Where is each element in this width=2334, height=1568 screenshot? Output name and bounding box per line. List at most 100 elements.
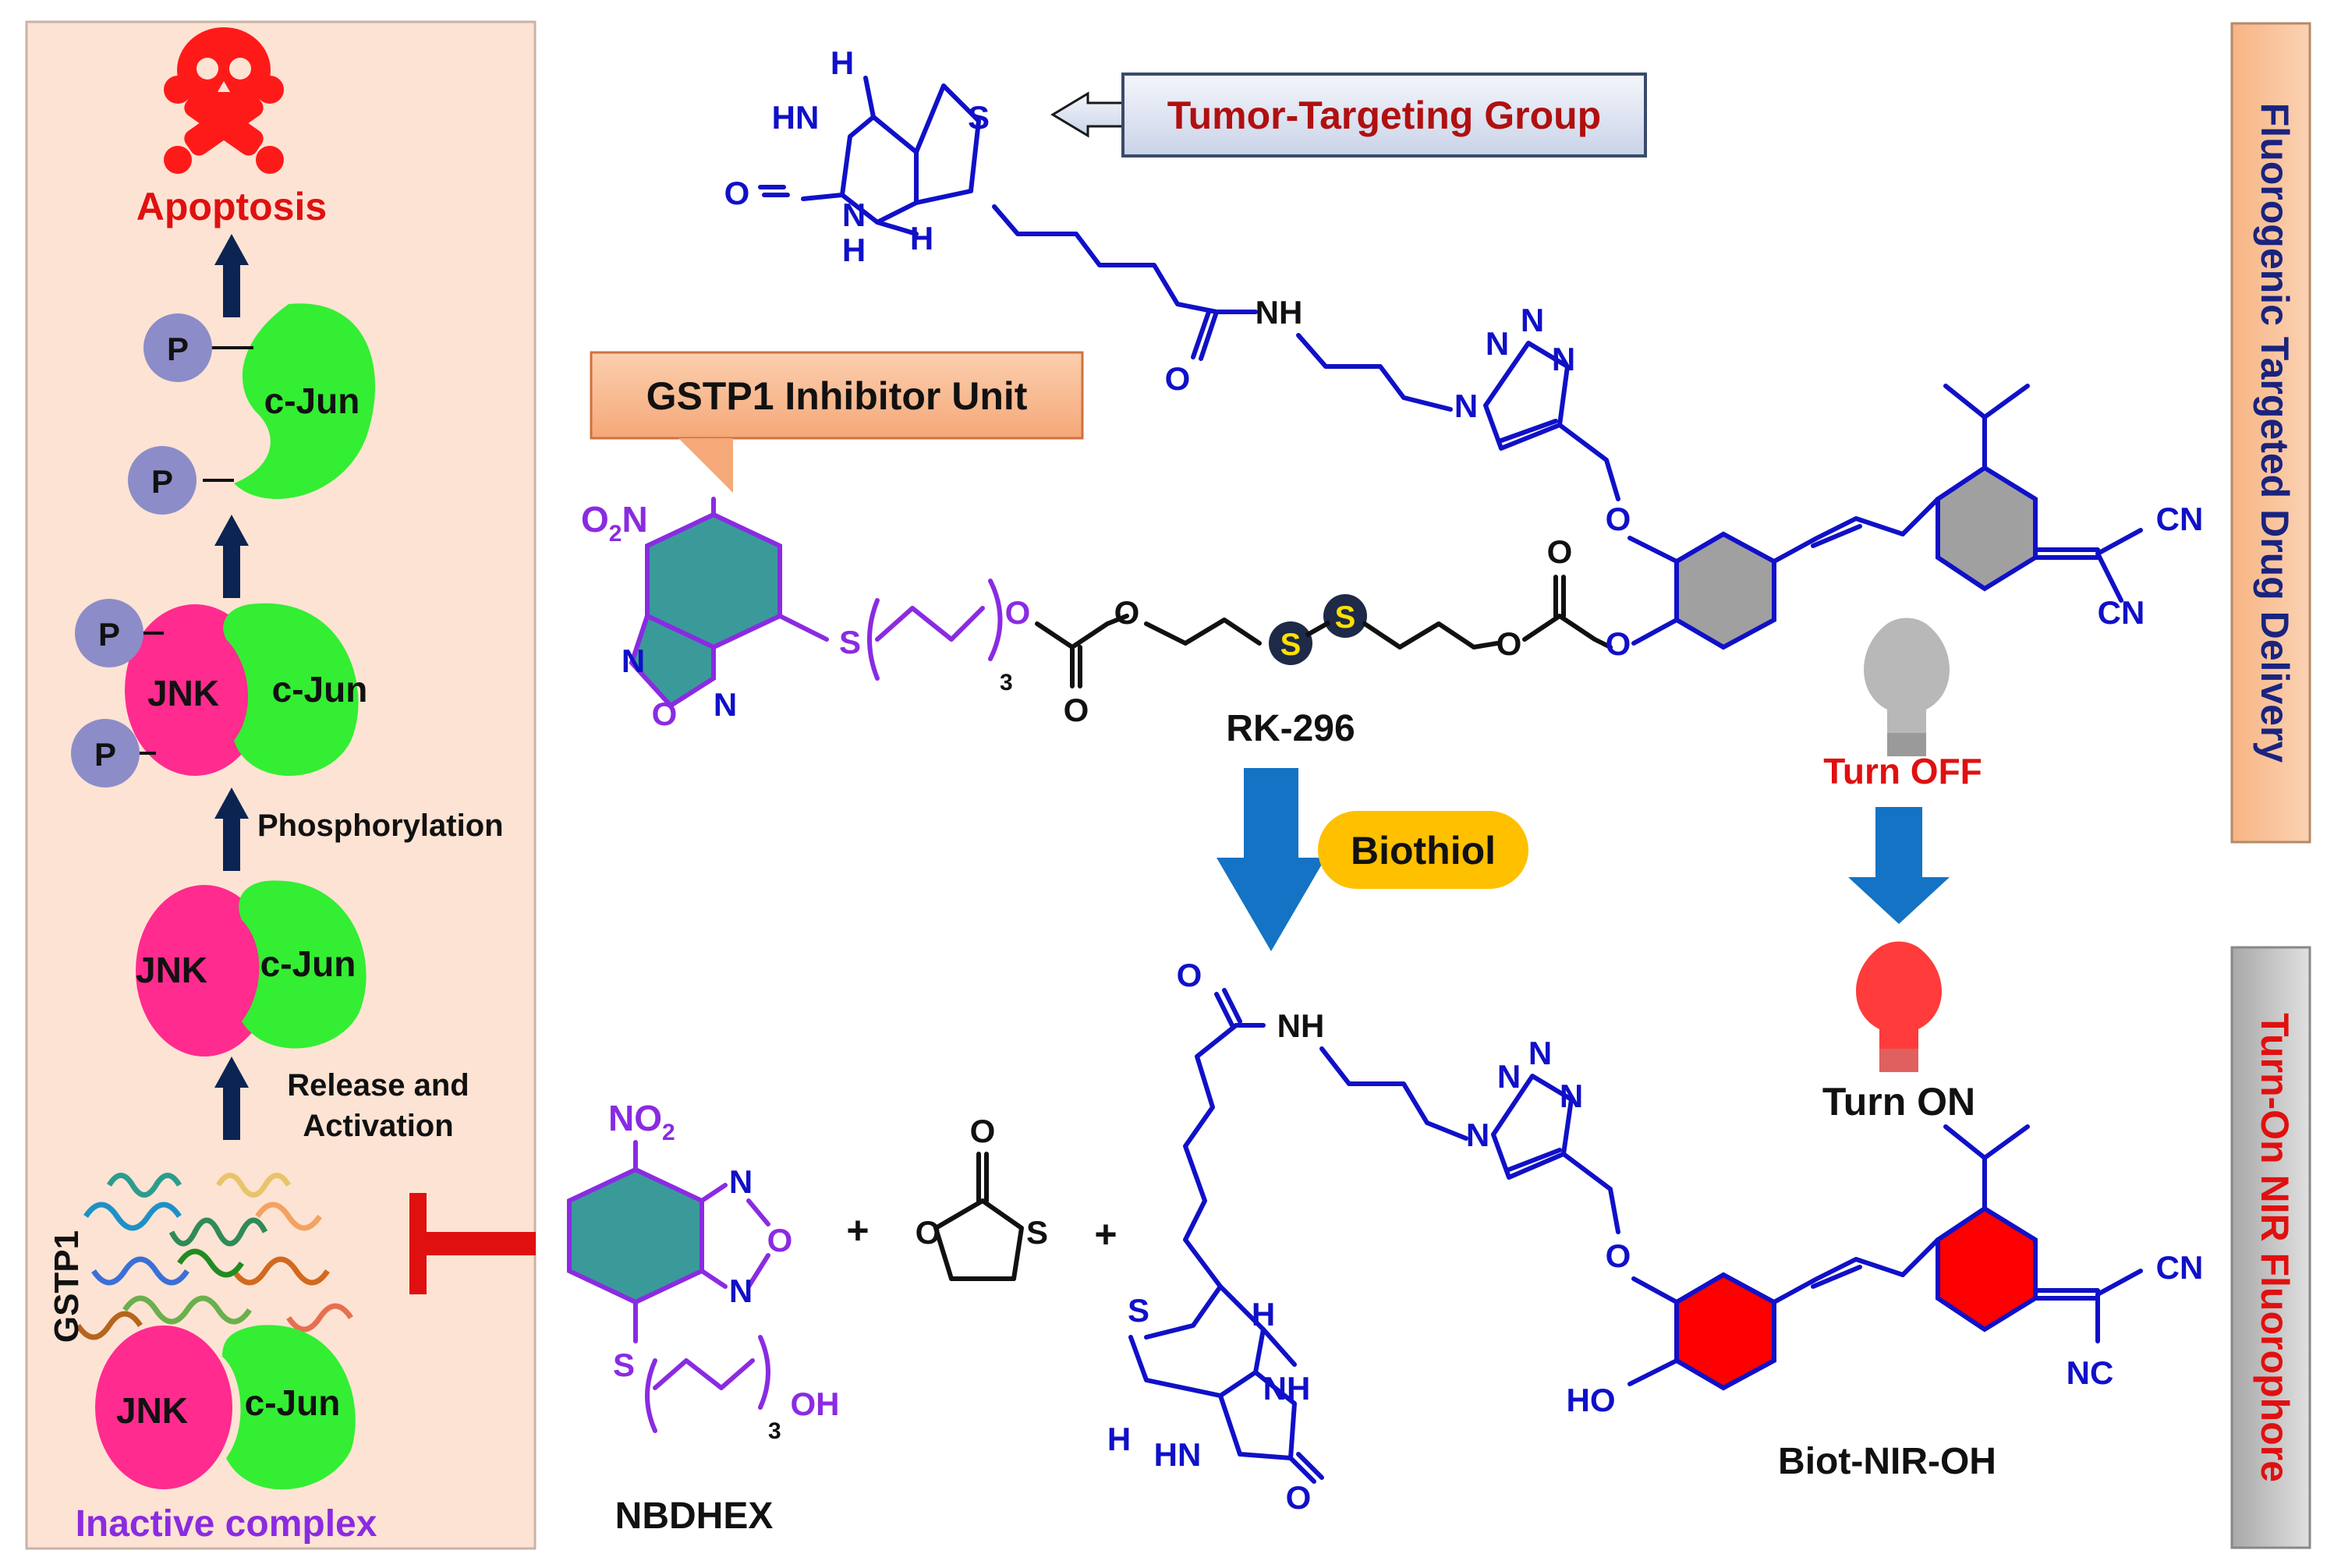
- svg-text:N: N: [842, 196, 866, 233]
- skull-icon: [164, 27, 284, 174]
- lightbulb-on-icon: [1856, 941, 1942, 1072]
- svg-text:O: O: [1606, 501, 1631, 537]
- svg-text:O: O: [1606, 625, 1631, 662]
- inactive-complex-label: Inactive complex: [76, 1503, 377, 1545]
- phosphate-icon: [75, 599, 143, 667]
- svg-text:O: O: [1177, 957, 1202, 993]
- svg-text:N: N: [729, 1272, 753, 1309]
- jnk-label: JNK: [147, 673, 219, 713]
- svg-text:H: H: [1107, 1421, 1131, 1457]
- side-banner-bottom: Turn-On NIR Fluorophore: [2230, 946, 2311, 1549]
- svg-text:S: S: [1128, 1292, 1149, 1329]
- inhibition-bar: [409, 1193, 536, 1294]
- phosphate-label: P: [167, 331, 189, 367]
- cjun-label: c-Jun: [272, 669, 368, 710]
- biot-nir-oh-structure: O NH S H NH H HN O N N N N O HO CN NC: [1107, 957, 2204, 1516]
- svg-text:S: S: [1280, 628, 1302, 662]
- svg-text:H: H: [1252, 1296, 1275, 1333]
- gstp1-inhibitor-label: GSTP1 Inhibitor Unit: [646, 374, 1028, 418]
- svg-text:N: N: [1528, 1035, 1552, 1071]
- p-cjun-complex: c-Jun P P: [128, 303, 376, 515]
- arrow-up-2: [214, 515, 249, 598]
- lightbulb-off-icon: [1864, 618, 1950, 756]
- jnk-cjun-complex: JNK c-Jun: [136, 880, 367, 1057]
- svg-text:O: O: [1165, 360, 1191, 397]
- svg-text:S: S: [968, 99, 990, 136]
- phosphate-label: P: [94, 736, 116, 773]
- disulfide-chain: O O S S O O O: [1035, 533, 1631, 728]
- svg-text:S: S: [1335, 600, 1356, 635]
- svg-text:H: H: [910, 220, 933, 257]
- svg-text:N: N: [1521, 302, 1544, 338]
- dithiocarbonate-structure: O O S: [916, 1113, 1048, 1281]
- inactive-jnk-cjun: JNK c-Jun: [95, 1325, 356, 1490]
- phosphate-label: P: [151, 463, 173, 500]
- svg-text:O: O: [1286, 1479, 1312, 1516]
- svg-text:N: N: [622, 642, 645, 679]
- svg-text:H: H: [842, 232, 866, 268]
- apoptosis-label: Apoptosis: [136, 185, 327, 228]
- svg-text:N: N: [1466, 1117, 1489, 1153]
- phosphorylation-label: Phosphorylation: [257, 809, 504, 843]
- gstp1-label: GSTP1: [48, 1230, 86, 1343]
- svg-text:O: O: [1005, 594, 1031, 631]
- svg-text:NC: NC: [2067, 1354, 2114, 1391]
- biothiol-badge: Biothiol: [1318, 811, 1528, 889]
- biothiol-label: Biothiol: [1351, 829, 1496, 872]
- cjun-label: c-Jun: [264, 380, 360, 421]
- turn-off-label: Turn OFF: [1823, 751, 1982, 791]
- cjun-label: c-Jun: [260, 943, 356, 984]
- svg-text:O: O: [970, 1113, 996, 1149]
- svg-text:O: O: [1496, 625, 1522, 662]
- svg-text:NH: NH: [1277, 1007, 1325, 1044]
- svg-text:H: H: [831, 44, 854, 81]
- arrow-up-4: [214, 1057, 249, 1140]
- phosphate-label: P: [98, 616, 120, 653]
- svg-text:N: N: [1560, 1078, 1583, 1114]
- jnk-label: JNK: [116, 1390, 188, 1431]
- svg-text:N: N: [1454, 388, 1478, 424]
- svg-text:CN: CN: [2156, 1249, 2204, 1286]
- side-banner-bottom-label: Turn-On NIR Fluorophore: [2253, 1013, 2297, 1482]
- svg-text:HN: HN: [1154, 1436, 1202, 1473]
- svg-text:O: O: [1547, 533, 1573, 570]
- svg-text:O: O: [767, 1222, 793, 1258]
- release-label-2: Activation: [303, 1109, 453, 1143]
- svg-text:N: N: [1486, 325, 1509, 362]
- svg-text:N: N: [1497, 1058, 1521, 1095]
- svg-text:NH: NH: [1256, 294, 1303, 331]
- phosphate-icon: [128, 446, 197, 515]
- gstp1-protein-icon: [76, 1173, 353, 1340]
- tumor-targeting-label: Tumor-Targeting Group: [1167, 94, 1601, 137]
- biot-nir-oh-label: Biot-NIR-OH: [1778, 1441, 1996, 1482]
- reaction-arrows: [1217, 768, 1950, 951]
- side-banner-top: Fluorogenic Targeted Drug Delivery: [2230, 22, 2311, 844]
- arrow-up-1: [214, 234, 249, 317]
- svg-text:S: S: [839, 624, 861, 660]
- svg-text:OH: OH: [791, 1386, 840, 1422]
- svg-text:HN: HN: [772, 99, 820, 136]
- plus-sign: +: [846, 1209, 869, 1252]
- svg-text:HO: HO: [1567, 1382, 1616, 1418]
- svg-text:S: S: [613, 1347, 635, 1383]
- arrow-up-3: [214, 788, 249, 871]
- p-jnk-cjun-complex: JNK c-Jun P P: [71, 599, 367, 788]
- fluorophore-top: CN CN: [1627, 384, 2203, 650]
- svg-text:N: N: [1552, 341, 1575, 377]
- svg-text:CN: CN: [2098, 594, 2145, 631]
- plus-sign: +: [1094, 1212, 1117, 1256]
- cjun-label: c-Jun: [245, 1382, 341, 1423]
- svg-text:N: N: [714, 686, 737, 723]
- rk296-label: RK-296: [1226, 708, 1355, 749]
- svg-text:3: 3: [768, 1418, 781, 1444]
- svg-text:O: O: [724, 175, 750, 211]
- svg-text:O: O: [652, 696, 678, 732]
- nbdhex-label: NBDHEX: [615, 1495, 774, 1537]
- gstp1-inhibitor-callout: GSTP1 Inhibitor Unit: [590, 351, 1084, 493]
- pathway-arrows: [214, 234, 249, 1140]
- phosphate-icon: [71, 719, 140, 788]
- svg-text:O: O: [1064, 692, 1089, 728]
- arrow-down-turn-on: [1848, 807, 1950, 924]
